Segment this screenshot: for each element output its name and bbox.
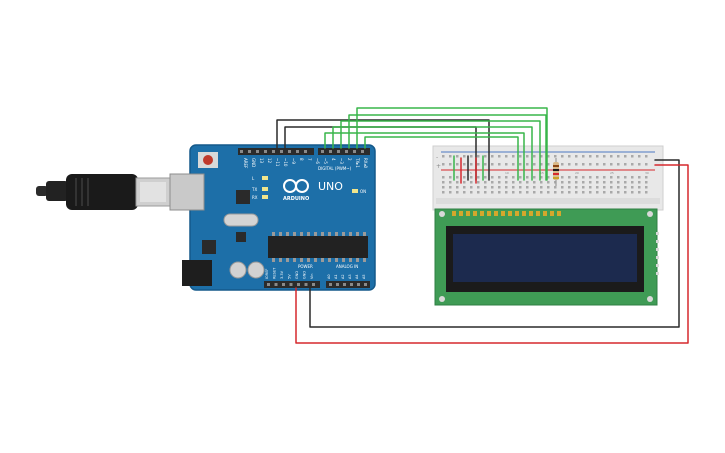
top-pin-label: ~5 <box>323 158 328 164</box>
power-pin-label: Vin <box>310 273 314 279</box>
led-label-l: L <box>252 176 255 181</box>
column-number: 5 <box>470 171 472 175</box>
board-model-label: UNO <box>318 180 343 193</box>
top-pin-label: 13 <box>259 158 264 164</box>
analog-pin-label: A5 <box>362 274 366 279</box>
analog-pin-label: A1 <box>334 274 338 279</box>
usb-cable <box>36 174 171 210</box>
power-pin-label: IOREF <box>265 269 269 279</box>
analog-header-label: ANALOG IN <box>336 264 358 269</box>
analog-pin-label: A3 <box>348 274 352 279</box>
wire-green-1 <box>324 132 525 181</box>
rail-plus-label: + <box>436 163 441 170</box>
wire-gnd <box>309 159 680 328</box>
board-brand-label: ARDUINO <box>283 196 309 202</box>
rail-minus-label: - <box>436 154 438 161</box>
power-pin-label: GND <box>295 271 299 279</box>
top-pin-label: AREF <box>243 158 248 169</box>
wire-green-4 <box>348 114 547 181</box>
power-pin-label: 5V <box>288 274 292 279</box>
column-number: 15 <box>540 171 544 175</box>
top-pin-label: 2 <box>347 158 352 161</box>
digital-header-left <box>238 148 314 155</box>
power-pin-label: RESET <box>273 267 277 279</box>
arduino-uno-board: UNO ARDUINO ON L TX RX DIGITAL (PWM~) AR… <box>169 144 376 291</box>
digital-header-label: DIGITAL (PWM~) <box>318 166 352 171</box>
atmega-chip <box>268 236 368 258</box>
column-number: 10 <box>505 171 509 175</box>
wire-green-5 <box>356 107 548 181</box>
top-pin-label: ~6 <box>315 158 320 164</box>
wire-green-6 <box>364 136 519 181</box>
lcd-screen <box>453 234 637 282</box>
top-pin-label: RX◂0 <box>363 158 368 169</box>
on-led <box>352 189 358 193</box>
breadboard: - + 5 10 15 20 25 30 <box>432 145 664 211</box>
resistor <box>553 158 559 186</box>
top-pin-label: 12 <box>267 158 272 164</box>
power-pin-label: GND <box>303 271 307 279</box>
reset-button <box>203 155 213 165</box>
lcd-16x2-module <box>434 208 659 306</box>
wires <box>276 107 689 344</box>
wire-5v <box>295 164 689 344</box>
column-number: 20 <box>575 171 579 175</box>
power-pin-label: 3.3V <box>280 270 284 279</box>
power-header-label: POWER <box>298 264 313 269</box>
top-pin-label: ~3 <box>339 158 344 164</box>
column-number: 25 <box>610 171 614 175</box>
analog-pin-label: A4 <box>355 274 359 279</box>
analog-pin-label: A0 <box>327 274 331 279</box>
on-led-label: ON <box>360 189 366 194</box>
top-pin-label: ~10 <box>283 158 288 167</box>
analog-header <box>326 281 370 288</box>
wire-black-1 <box>276 119 490 181</box>
arduino-logo <box>283 179 309 193</box>
analog-pin-label: A2 <box>341 274 345 279</box>
wire-green-3 <box>340 120 541 181</box>
top-pin-label: TX▸1 <box>355 157 360 168</box>
wire-green-2 <box>332 126 533 181</box>
top-pin-label: 7 <box>307 158 312 161</box>
digital-header-right <box>318 148 370 155</box>
top-pin-label: ~9 <box>291 158 296 164</box>
top-pin-label: 4 <box>331 158 336 161</box>
top-pin-label: 8 <box>299 158 304 161</box>
top-pin-label: ~11 <box>275 158 280 167</box>
led-label-rx: RX <box>252 195 258 200</box>
led-label-tx: TX <box>251 187 257 192</box>
column-number: 30 <box>645 171 649 175</box>
top-pin-label: GND <box>251 158 256 167</box>
